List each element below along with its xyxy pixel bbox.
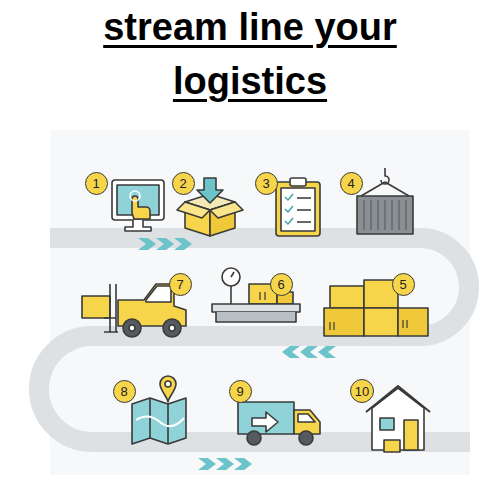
step-circle: 3: [255, 172, 278, 195]
step-circle: 9: [229, 380, 252, 403]
step-circle: 5: [392, 273, 415, 296]
step-number: 1: [92, 177, 99, 190]
step-circle: 6: [270, 273, 293, 296]
step-number: 6: [277, 278, 284, 291]
step-circle: 7: [169, 273, 192, 296]
step-number: 10: [355, 385, 369, 398]
computer-icon: [112, 180, 164, 231]
step-number: 7: [176, 278, 183, 291]
container-icon: [357, 168, 413, 234]
step-circle: 2: [172, 172, 195, 195]
step-circle: 8: [113, 380, 136, 403]
icons: [82, 168, 430, 452]
truck-icon: [238, 402, 320, 445]
step-number: 4: [347, 177, 354, 190]
panel: [50, 130, 470, 475]
step-number: 8: [120, 385, 127, 398]
title: stream line your logistics: [40, 0, 460, 108]
forklift-icon: [82, 284, 186, 337]
scale-icon: [212, 268, 300, 322]
step-number: 2: [179, 177, 186, 190]
step-number: 3: [262, 177, 269, 190]
house-icon: [366, 386, 430, 452]
step-circle: 1: [85, 172, 108, 195]
checklist-icon: [276, 178, 320, 236]
step-circle: 10: [350, 379, 374, 403]
step-number: 9: [236, 385, 243, 398]
chevrons: [138, 238, 336, 470]
map-icon: [132, 376, 186, 444]
step-number: 5: [399, 278, 406, 291]
step-circle: 4: [340, 172, 363, 195]
